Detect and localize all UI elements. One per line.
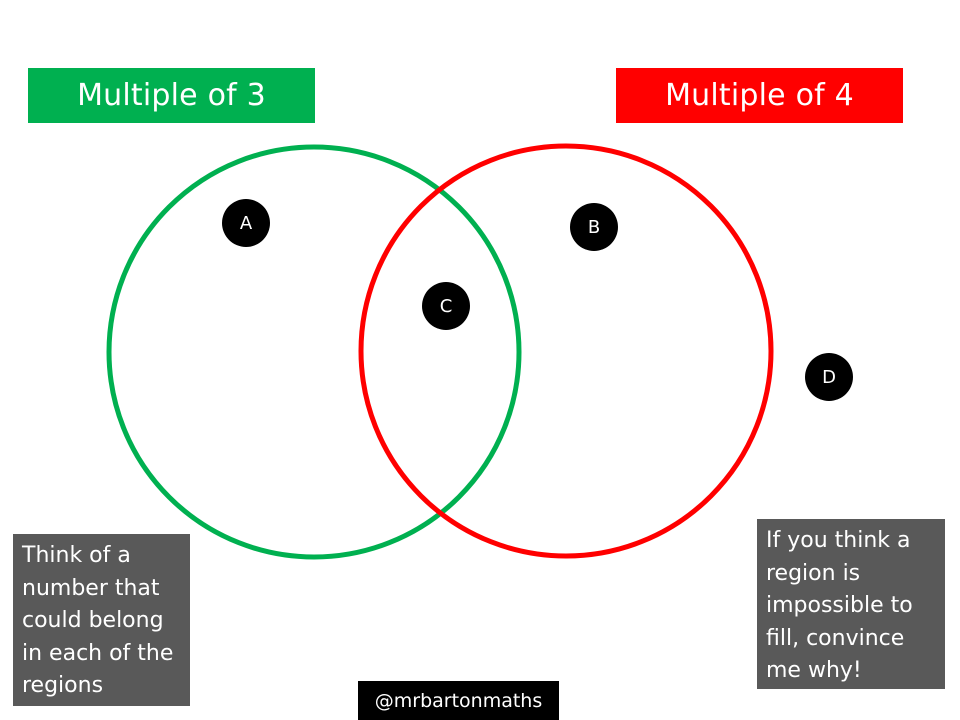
region-marker-b: B bbox=[570, 203, 618, 251]
instruction-note: Think of a number that could belong in e… bbox=[13, 534, 190, 706]
region-marker-a: A bbox=[222, 199, 270, 247]
author-credit: @mrbartonmaths bbox=[358, 681, 559, 720]
region-marker-c: C bbox=[422, 282, 470, 330]
region-marker-d: D bbox=[805, 353, 853, 401]
set-label-multiple-of-4: Multiple of 4 bbox=[616, 68, 903, 123]
challenge-note: If you think a region is impossible to f… bbox=[757, 519, 945, 689]
circle-multiple-of-4 bbox=[358, 143, 774, 559]
set-label-multiple-of-3: Multiple of 3 bbox=[28, 68, 315, 123]
circle-multiple-of-3 bbox=[106, 144, 522, 560]
